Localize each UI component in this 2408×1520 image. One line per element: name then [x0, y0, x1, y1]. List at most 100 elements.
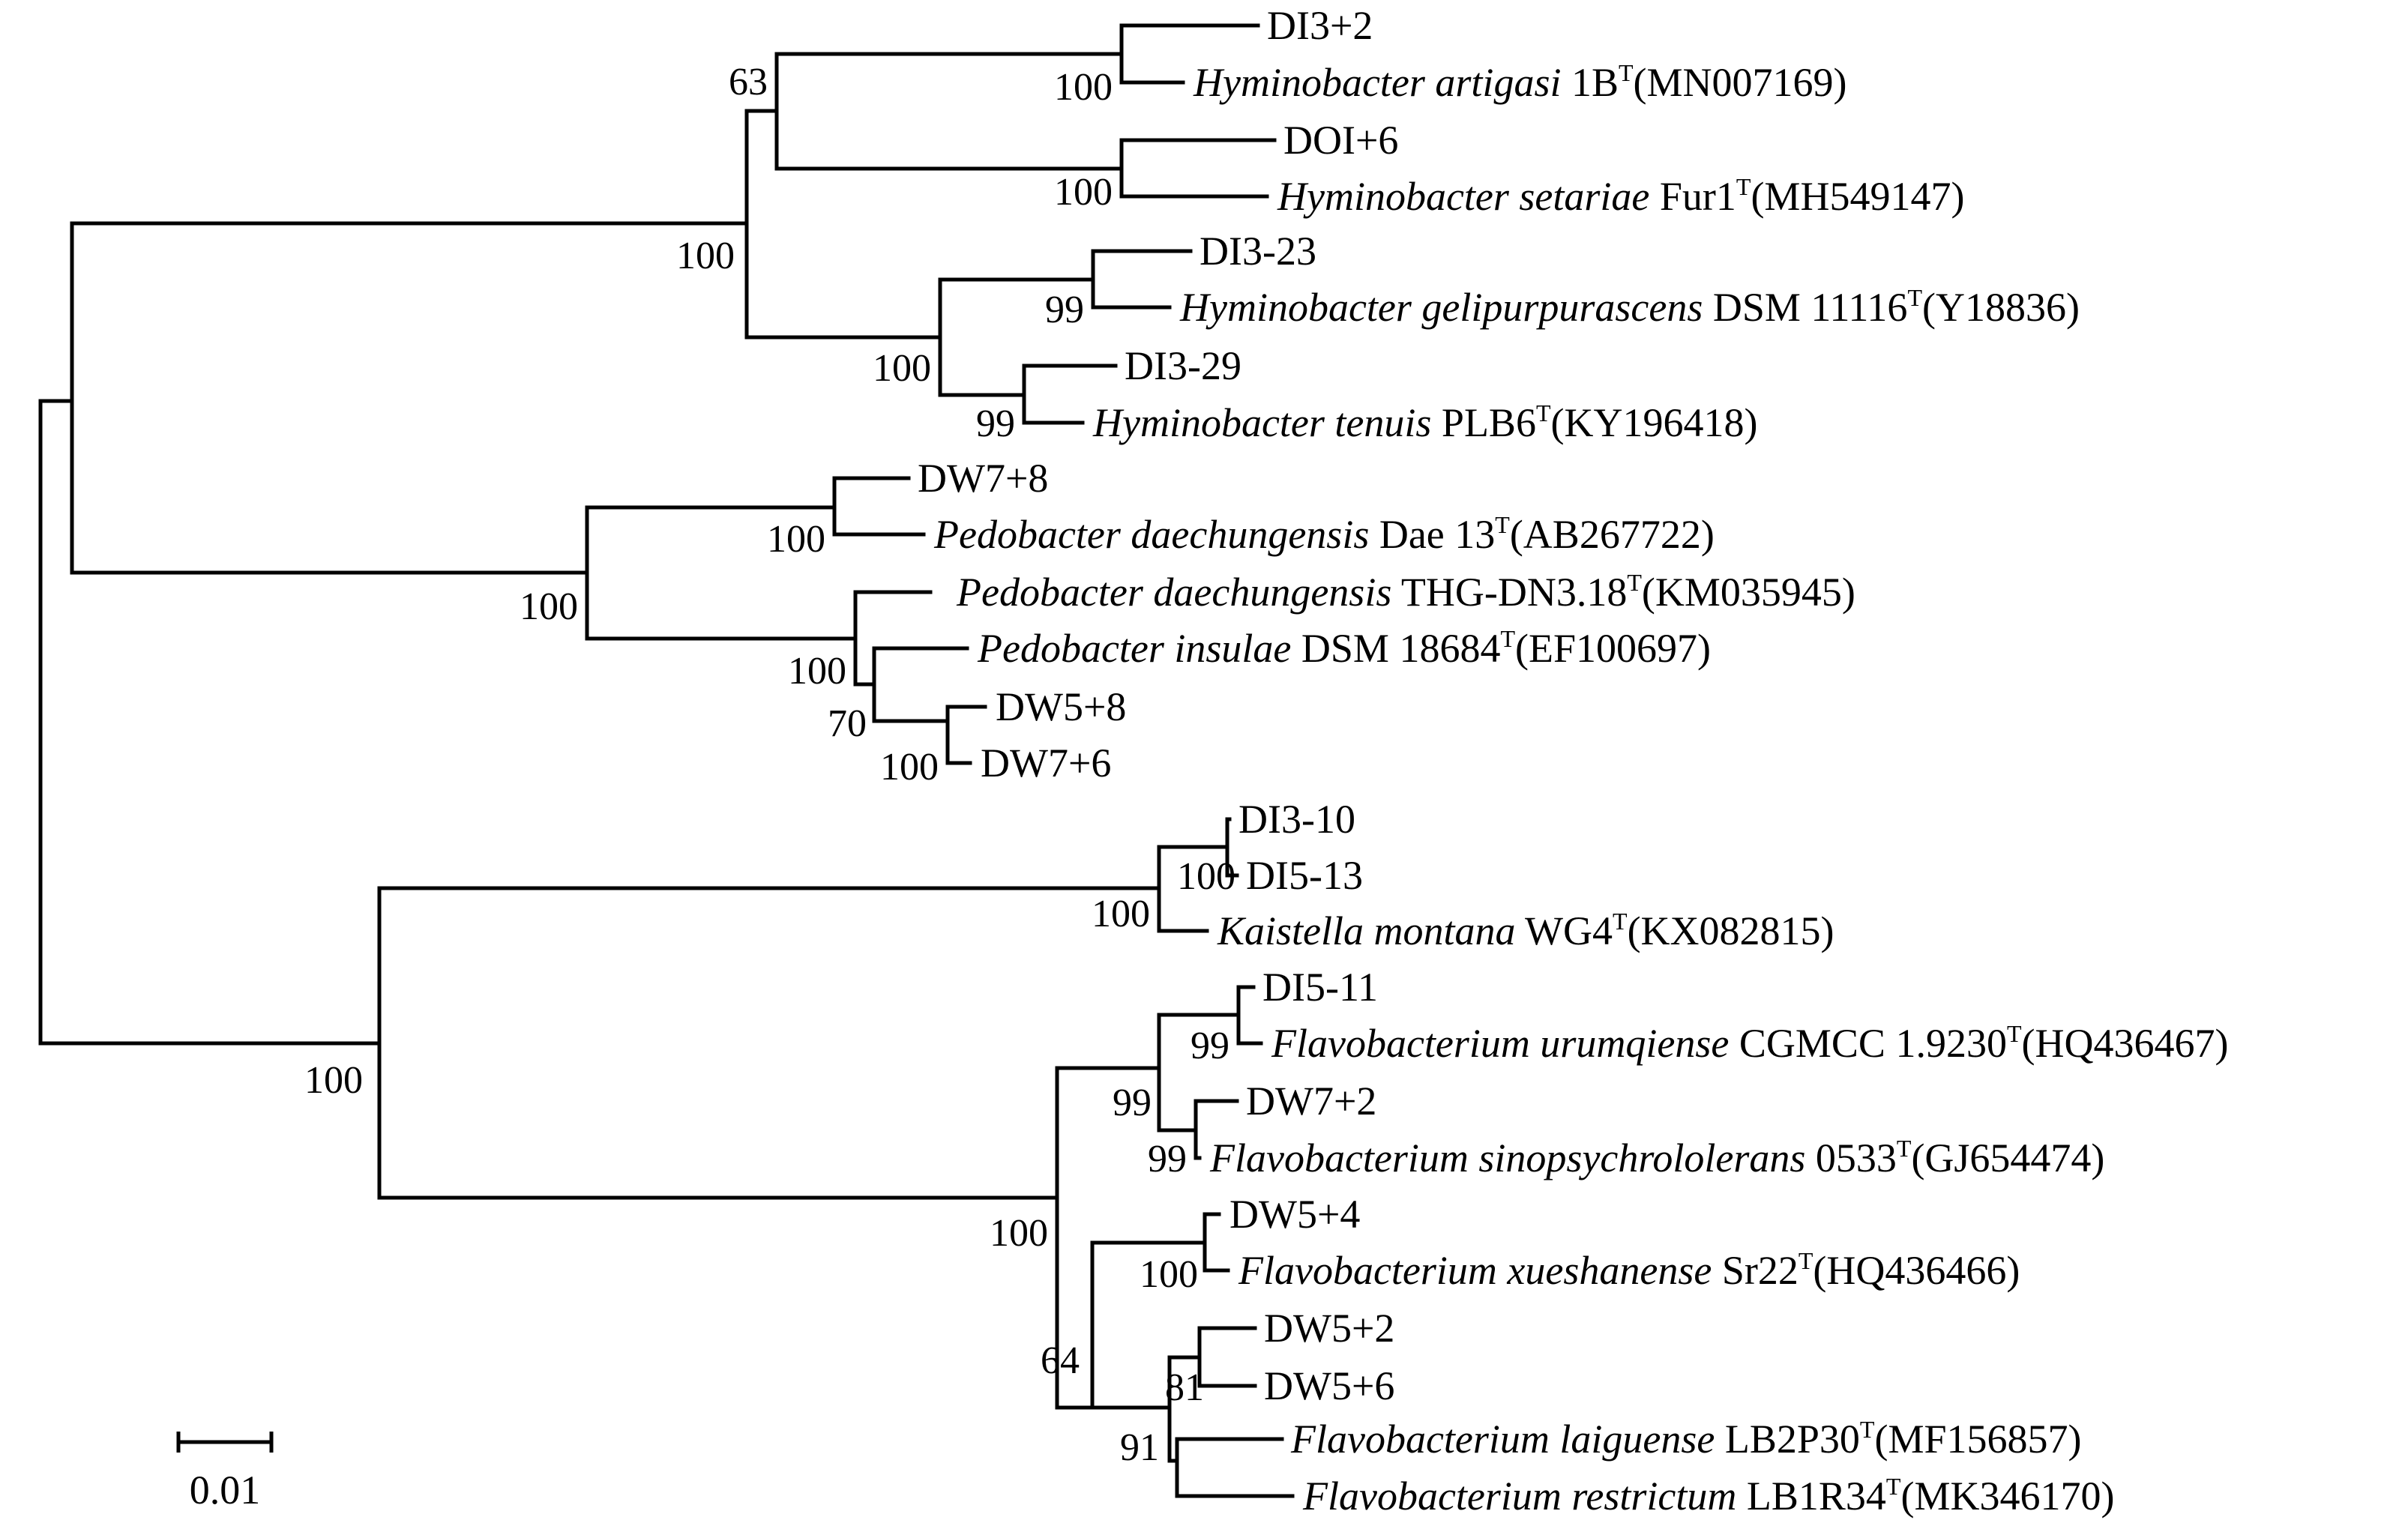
taxon-label: DW5+8	[996, 684, 1126, 729]
bootstrap-value: 100	[1177, 855, 1235, 898]
branch-pedobacter	[585, 505, 858, 641]
taxon-label: DI3-29	[1125, 343, 1241, 388]
taxon-plain: Dae 13	[1369, 512, 1495, 557]
taxon-label: Hyminobacter artigasi 1BT(MN007169)	[1193, 59, 1847, 105]
taxon-acc: (EF100697)	[1515, 626, 1711, 671]
taxon-plain: DW5+4	[1229, 1192, 1360, 1237]
taxon-acc: (KY196418)	[1551, 400, 1758, 445]
taxon-italic: Pedobacter insulae	[977, 626, 1291, 671]
taxon-sup: T	[1907, 284, 1922, 311]
taxon-acc: (HQ436466)	[1813, 1248, 2020, 1293]
taxon-plain: DI3-10	[1238, 797, 1355, 842]
taxon-plain: Sr22	[1712, 1248, 1799, 1293]
taxon-label: Flavobacterium urumqiense CGMCC 1.9230T(…	[1271, 1020, 2228, 1066]
taxon-label: DW7+2	[1246, 1079, 1376, 1124]
taxon-sup: T	[1627, 569, 1642, 596]
taxon-label: DI3+2	[1267, 3, 1373, 48]
taxon-acc: (MH549147)	[1751, 174, 1964, 219]
taxon-label: DI5-11	[1262, 965, 1378, 1010]
branch-di5-11	[1236, 985, 1263, 1046]
taxon-sup: T	[1495, 511, 1510, 538]
taxon-acc: (MK346170)	[1900, 1474, 2114, 1519]
bootstrap-value: 99	[1191, 1025, 1229, 1067]
taxon-italic: Flavobacterium sinopsychrololerans	[1209, 1136, 1805, 1180]
taxon-plain: DI5-11	[1262, 965, 1378, 1010]
branch-laiguense	[1175, 1437, 1295, 1498]
branch-clade-b	[377, 886, 1161, 1200]
taxon-label: Pedobacter daechungensis THG-DN3.18T(KM0…	[956, 569, 1855, 615]
taxon-plain: DSM 11116	[1703, 285, 1907, 330]
taxon-plain: DW7+6	[981, 741, 1111, 785]
branch-di3-29	[1022, 364, 1118, 425]
taxon-plain: DOI+6	[1283, 118, 1398, 163]
taxon-acc: (KM035945)	[1642, 570, 1855, 615]
taxon-plain: DI5-13	[1246, 853, 1363, 898]
branch-node-81	[1197, 1326, 1257, 1388]
taxon-label: Flavobacterium laiguense LB2P30T(MF15685…	[1290, 1416, 2081, 1462]
bootstrap-value: 100	[990, 1212, 1048, 1255]
taxon-label: Hyminobacter gelipurpurascens DSM 11116T…	[1179, 284, 2080, 330]
taxon-acc: (AB267722)	[1510, 512, 1715, 557]
taxon-label: Pedobacter insulae DSM 18684T(EF100697)	[977, 625, 1711, 671]
branch-hyminobacter	[744, 109, 942, 340]
taxon-plain: PLB6	[1431, 400, 1536, 445]
bootstrap-value: 100	[788, 650, 846, 693]
taxon-acc: (KX082815)	[1628, 908, 1834, 953]
taxon-acc: (HQ436467)	[2022, 1021, 2229, 1066]
branch-gelipurpurascens	[938, 277, 1095, 397]
bootstrap-value: 100	[767, 518, 825, 561]
taxon-labels: DI3+2 Hyminobacter artigasi 1BT(MN007169…	[918, 3, 2228, 1519]
taxon-label: Hyminobacter setariae Fur1T(MH549147)	[1277, 173, 1964, 219]
taxon-label: DI3-10	[1238, 797, 1355, 842]
taxon-label: Hyminobacter tenuis PLB6T(KY196418)	[1092, 399, 1757, 445]
taxon-label: DOI+6	[1283, 118, 1398, 163]
taxon-plain: 0533	[1805, 1136, 1897, 1180]
taxon-acc: (MF156857)	[1874, 1417, 2081, 1462]
taxon-label: DW5+6	[1264, 1363, 1394, 1408]
bootstrap-value: 100	[1054, 66, 1113, 109]
branch-flavobacterium	[1055, 1066, 1161, 1410]
taxon-acc: (MN007169)	[1634, 60, 1847, 105]
branch-root	[38, 399, 382, 1046]
taxon-plain: DI3-29	[1125, 343, 1241, 388]
taxon-plain: WG4	[1516, 908, 1613, 953]
taxon-italic: Pedobacter daechungensis	[956, 570, 1391, 615]
taxon-plain: 1B	[1561, 60, 1619, 105]
scale-bar: 0.01	[176, 1432, 274, 1513]
taxon-acc: (Y18836)	[1922, 285, 2080, 330]
taxon-label: Kaistella montana WG4T(KX082815)	[1217, 908, 1834, 953]
taxon-plain: DW7+8	[918, 456, 1048, 501]
taxon-label: DW7+8	[918, 456, 1048, 501]
taxon-italic: Kaistella montana	[1217, 908, 1516, 953]
taxon-acc: (GJ654474)	[1911, 1136, 2104, 1180]
bootstrap-value: 99	[976, 402, 1015, 445]
taxon-italic: Hyminobacter tenuis	[1092, 400, 1431, 445]
taxon-label: DI5-13	[1246, 853, 1363, 898]
taxon-sup: T	[1799, 1247, 1813, 1274]
taxon-label: Pedobacter daechungensis Dae 13T(AB26772…	[933, 511, 1715, 557]
taxon-plain: DI3-23	[1200, 229, 1316, 274]
taxon-label: Flavobacterium sinopsychrololerans 0533T…	[1209, 1135, 2104, 1180]
branch-dw5plus4	[1203, 1212, 1230, 1273]
branch-dw7plus2	[1194, 1099, 1239, 1160]
branch-di3-10	[1225, 817, 1239, 878]
bootstrap-value: 100	[676, 235, 735, 277]
taxon-italic: Hyminobacter gelipurpurascens	[1179, 285, 1703, 330]
branch-di3-23	[1091, 249, 1193, 310]
bootstrap-value: 100	[880, 746, 939, 788]
branch-node-63	[774, 52, 1124, 171]
taxon-italic: Flavobacterium restrictum	[1302, 1474, 1736, 1519]
taxon-plain: DW7+2	[1246, 1079, 1376, 1124]
bootstrap-value: 100	[1140, 1253, 1198, 1296]
taxon-sup: T	[2007, 1020, 2022, 1047]
taxon-sup: T	[1886, 1473, 1901, 1500]
bootstrap-value: 100	[873, 347, 931, 390]
taxon-sup: T	[1613, 908, 1628, 935]
bootstrap-value: 100	[1092, 893, 1150, 935]
branch-doi6	[1119, 138, 1277, 199]
taxon-label: DW5+4	[1229, 1192, 1360, 1237]
taxon-plain: DW5+8	[996, 684, 1126, 729]
bootstrap-value: 81	[1165, 1366, 1204, 1409]
branch-node-99-a	[1157, 1013, 1241, 1133]
